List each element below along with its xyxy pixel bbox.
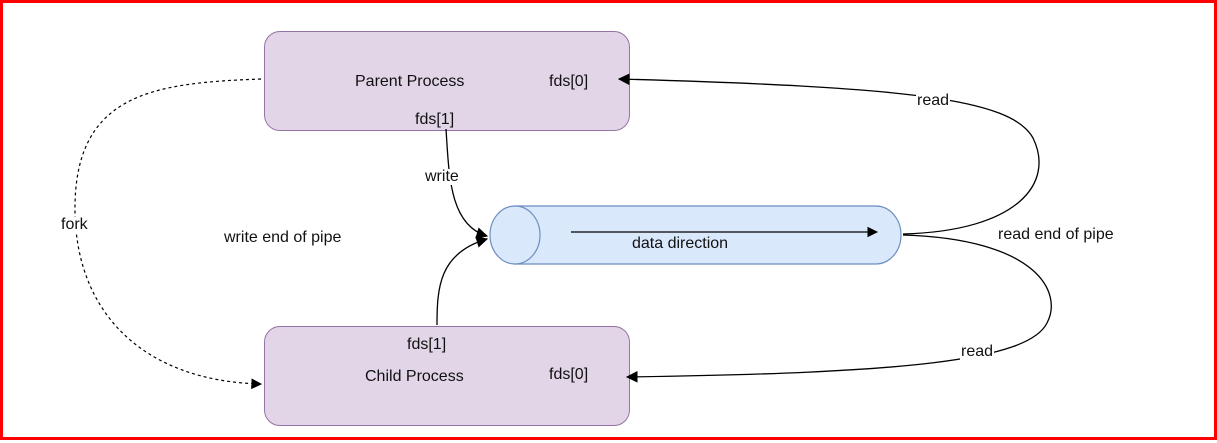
child-write-edge — [436, 236, 489, 326]
child-process-box — [264, 326, 630, 426]
parent-process-title: Parent Process — [355, 73, 465, 90]
fork-edge-label: fork — [60, 216, 89, 233]
child-fd-read-label: fds[0] — [549, 366, 589, 383]
write-end-of-pipe-label: write end of pipe — [224, 229, 342, 246]
write-edge-label: write — [424, 168, 460, 185]
parent-process-box — [264, 31, 630, 131]
child-process-title: Child Process — [365, 368, 464, 385]
parent-fd-read-label: fds[0] — [549, 73, 589, 90]
parent-read-edge — [617, 73, 1040, 235]
diagram-edges — [74, 73, 1052, 390]
child-read-edge — [625, 234, 1052, 383]
pipe-cylinder — [489, 205, 902, 265]
parent-write-edge — [445, 128, 489, 239]
fork-edge — [74, 78, 263, 390]
read-end-of-pipe-label: read end of pipe — [998, 226, 1114, 243]
child-fd-write-label: fds[1] — [407, 336, 447, 353]
read-bottom-edge-label: read — [960, 343, 995, 360]
parent-fd-write-label: fds[1] — [415, 111, 455, 128]
read-top-edge-label: read — [916, 92, 951, 109]
data-direction-label: data direction — [632, 235, 729, 252]
